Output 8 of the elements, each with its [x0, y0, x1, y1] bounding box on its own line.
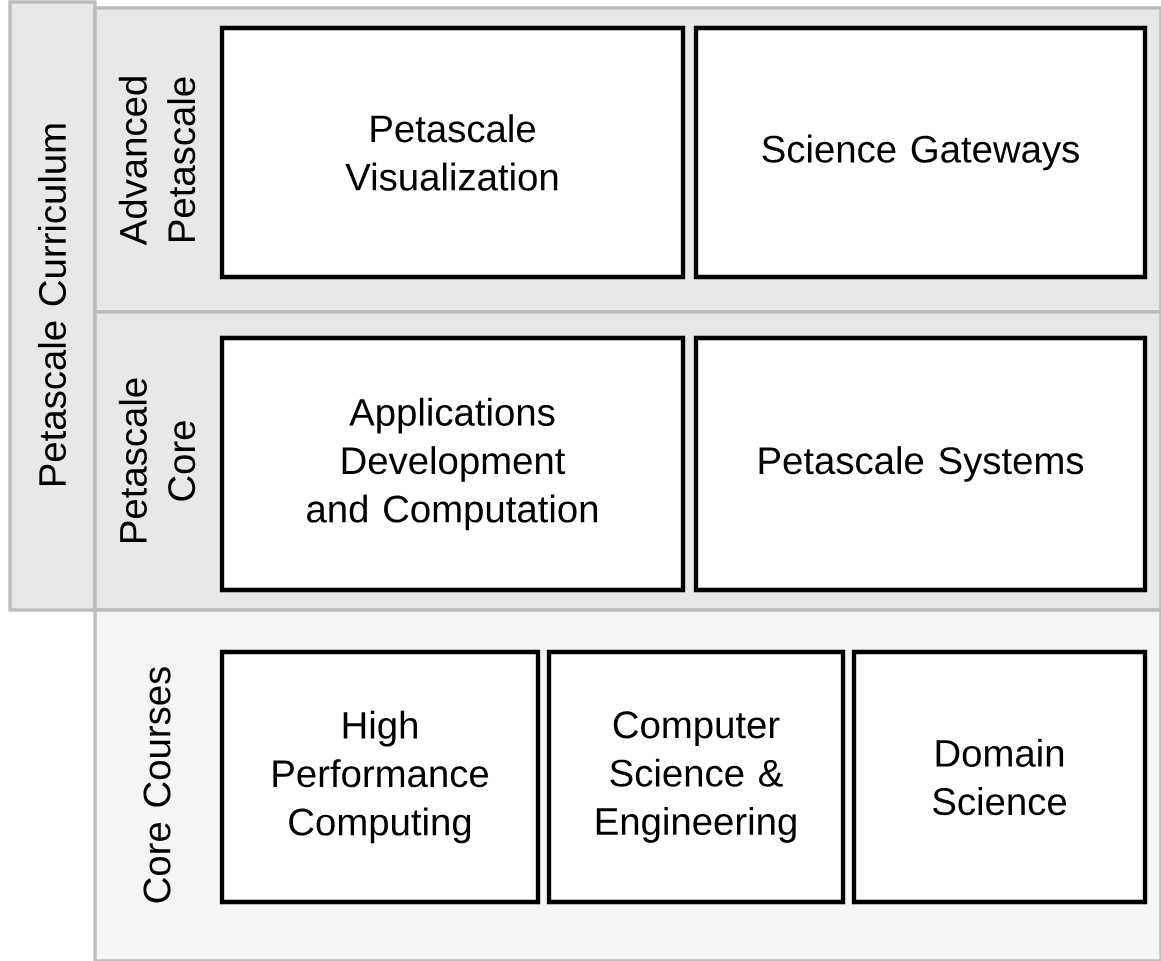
- course-box: Petascale Visualization: [219, 25, 686, 280]
- course-box: Computer Science & Engineering: [546, 649, 846, 905]
- course-box: Petascale Systems: [693, 335, 1148, 593]
- course-box: Science Gateways: [693, 25, 1148, 280]
- course-box: High Performance Computing: [219, 649, 541, 905]
- band: Petascale Curriculum: [8, 0, 97, 612]
- course-box: Applications Development and Computation: [219, 335, 686, 593]
- course-box: Domain Science: [851, 649, 1148, 905]
